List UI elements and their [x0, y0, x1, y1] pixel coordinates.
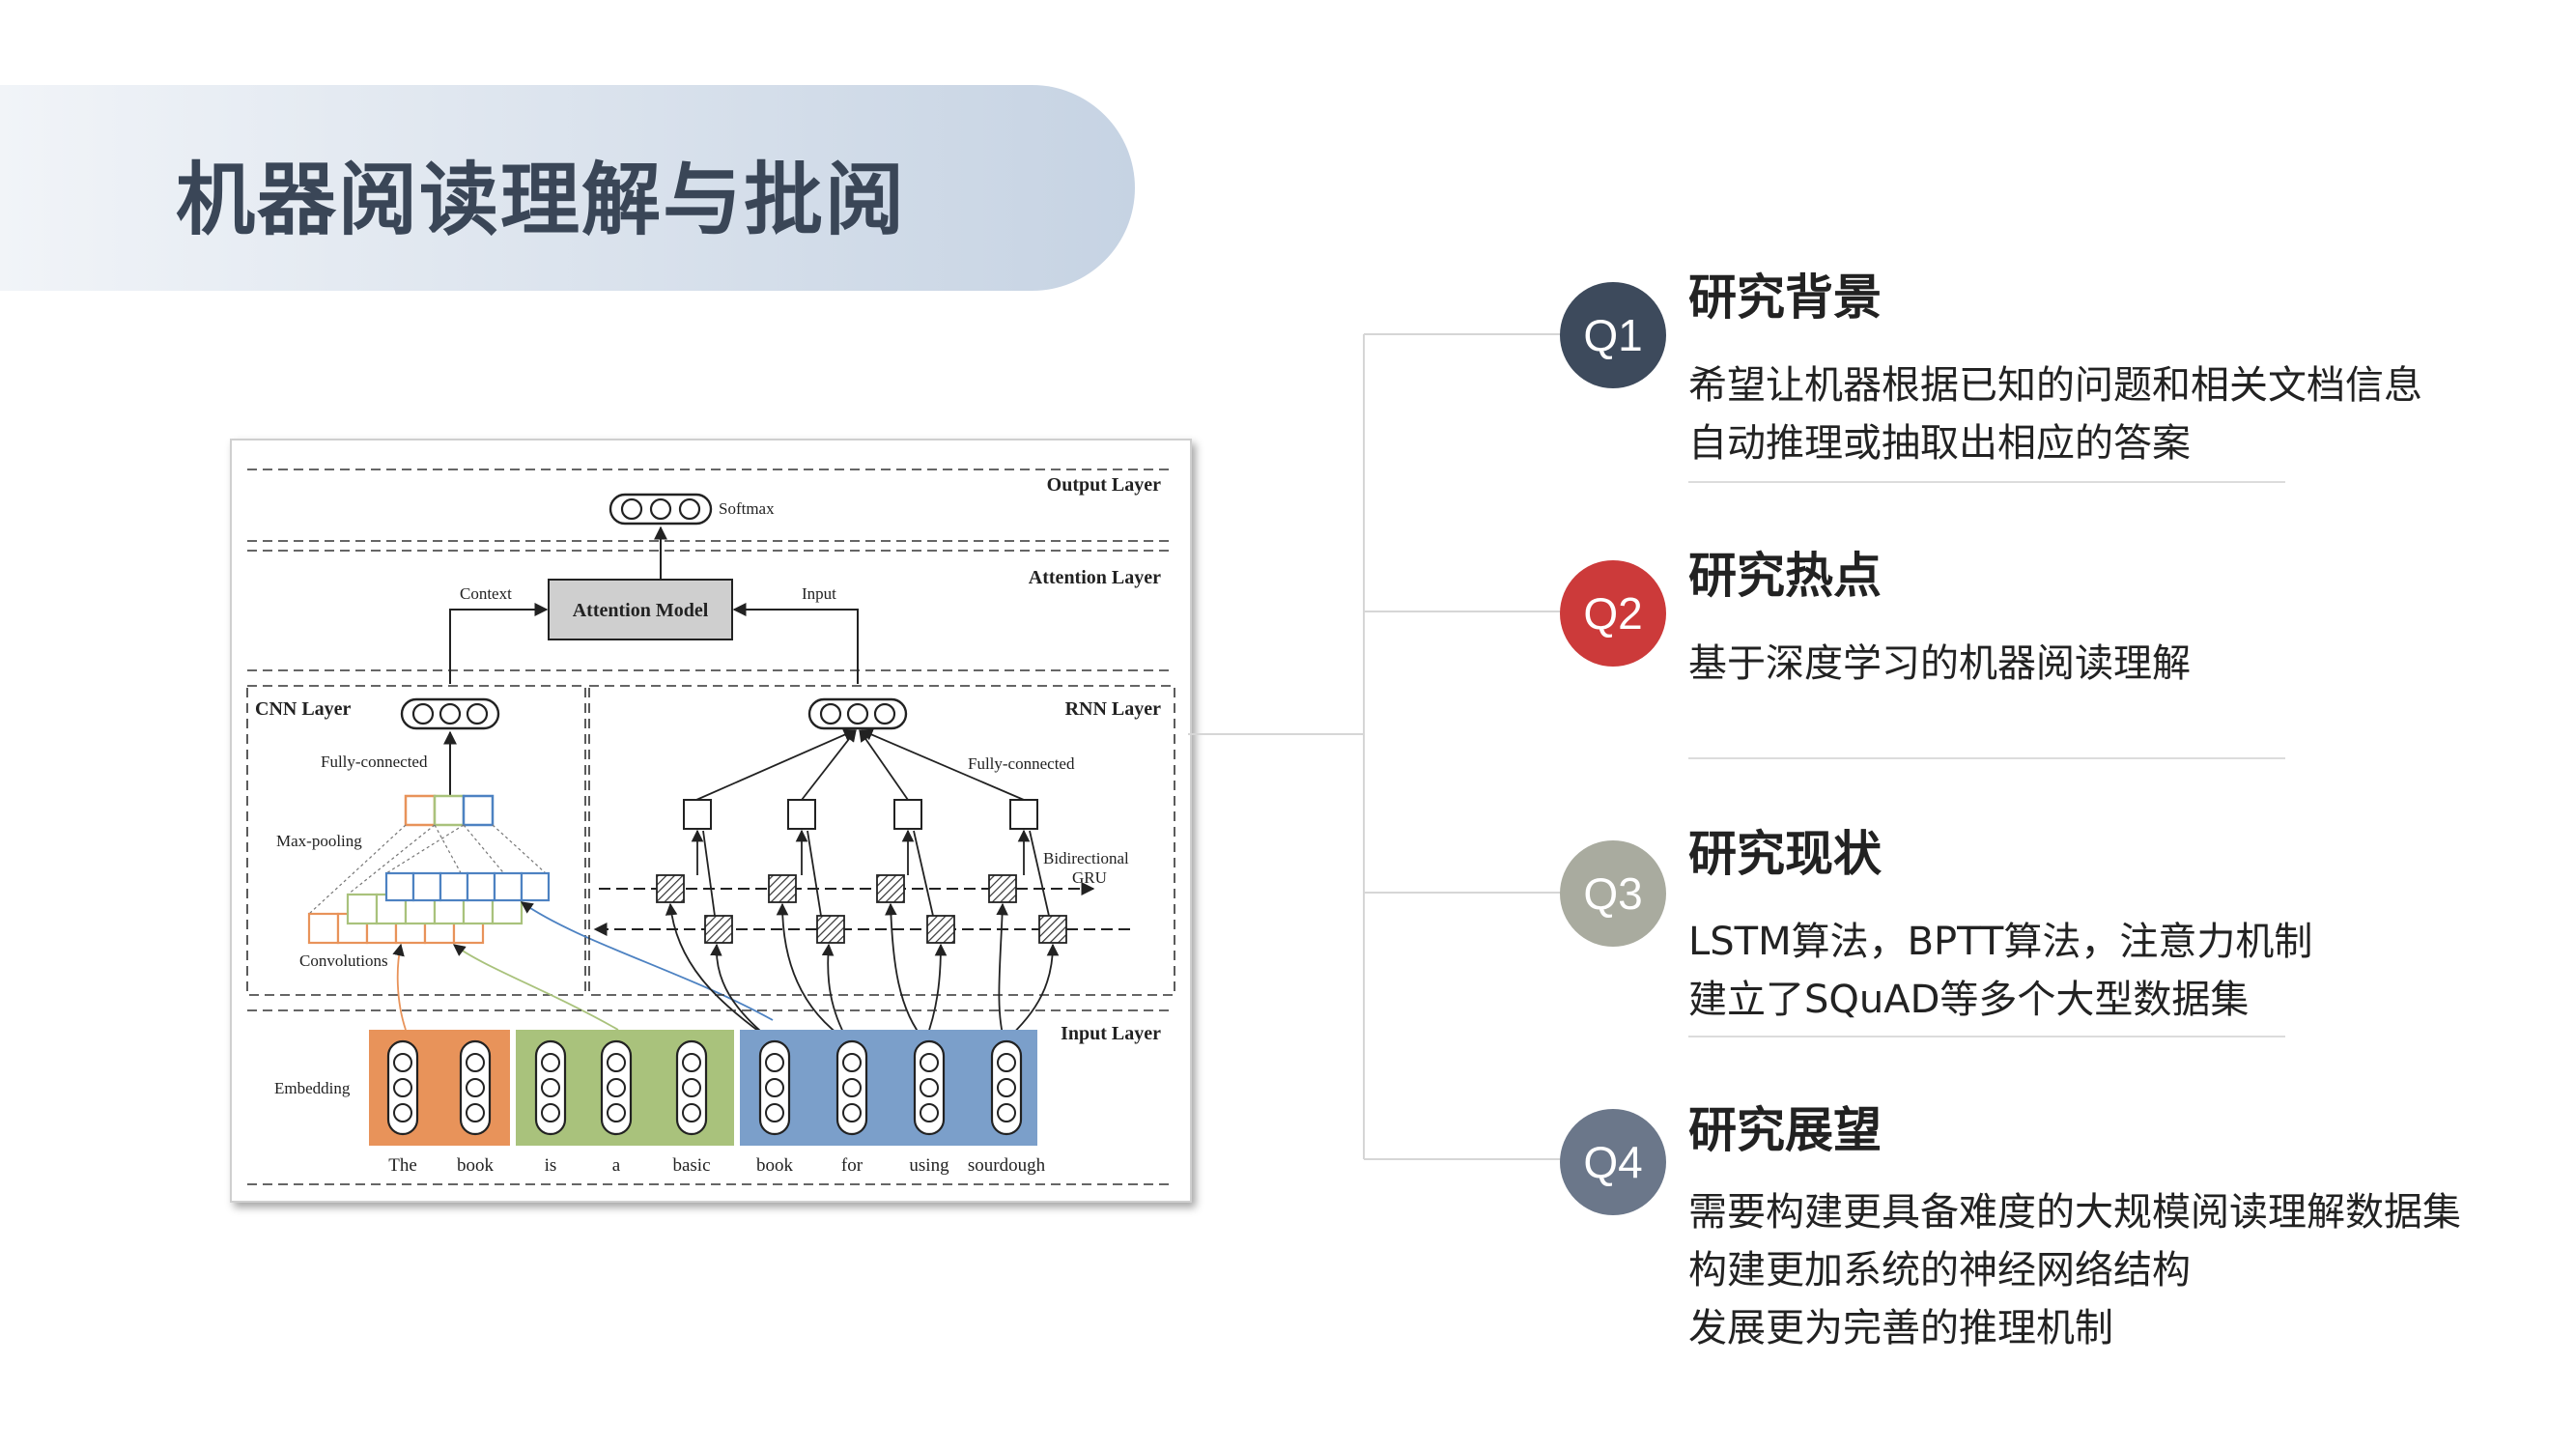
q1-line-1: 希望让机器根据已知的问题和相关文档信息: [1688, 363, 2422, 408]
embedding-unit: [765, 1053, 784, 1072]
embedding-unit: [765, 1103, 784, 1122]
input-arrow-label: Input: [802, 584, 836, 603]
embedding-unit: [920, 1053, 939, 1072]
embedding-unit: [842, 1078, 862, 1097]
q4-line-1: 需要构建更具备难度的大规模阅读理解数据集: [1688, 1190, 2461, 1235]
input-word: for: [841, 1155, 863, 1176]
input-word: using: [909, 1155, 949, 1176]
output-layer-label: Output Layer: [1047, 474, 1161, 496]
embedding-unit: [607, 1078, 626, 1097]
embedding-unit: [997, 1053, 1016, 1072]
embedding-unit: [607, 1103, 626, 1122]
slide-title: 机器阅读理解与批阅: [176, 155, 907, 246]
q1-badge: Q1: [1560, 282, 1666, 388]
input-word: book: [756, 1155, 794, 1176]
divider-3: [1688, 1036, 2285, 1037]
embedding-unit: [466, 1053, 485, 1072]
input-word: book: [457, 1155, 495, 1176]
attention-layer-label: Attention Layer: [1029, 567, 1161, 588]
input-word: basic: [672, 1155, 710, 1176]
embedding-unit: [466, 1078, 485, 1097]
q2-heading: 研究热点: [1688, 548, 1882, 604]
input-word: a: [612, 1155, 621, 1176]
input-word: sourdough: [968, 1155, 1046, 1176]
convolutions-label: Convolutions: [299, 952, 388, 970]
embedding-unit: [466, 1103, 485, 1122]
embedding-label: Embedding: [274, 1079, 351, 1097]
rnn-layer: RNN Layer Fully-connected: [588, 685, 1175, 1042]
attention-model-label: Attention Model: [573, 600, 709, 621]
maxpool-label: Max-pooling: [276, 832, 362, 850]
embedding-unit: [682, 1103, 701, 1122]
q4-line-3: 发展更为完善的推理机制: [1688, 1306, 2113, 1350]
connector-tree: [1188, 333, 1565, 1160]
embedding-unit: [541, 1053, 560, 1072]
fc-rnn-label: Fully-connected: [968, 754, 1075, 773]
embedding-unit: [842, 1053, 862, 1072]
embedding-unit: [997, 1103, 1016, 1122]
embedding-unit: [393, 1078, 412, 1097]
input-layer: Input Layer Embedding The book is a basic boo…: [247, 1009, 1175, 1185]
attention-layer: Attention Layer Attention Model Context …: [247, 526, 1175, 684]
bigru-label-1: Bidirectional: [1043, 849, 1129, 867]
embedding-unit: [541, 1103, 560, 1122]
q2-badge: Q2: [1560, 560, 1666, 667]
rnn-layer-label: RNN Layer: [1065, 698, 1162, 720]
input-layer-label: Input Layer: [1061, 1023, 1161, 1044]
q3-line-2: 建立了SQuAD等多个大型数据集: [1688, 978, 2250, 1022]
embedding-unit: [920, 1078, 939, 1097]
q4-heading: 研究展望: [1688, 1102, 1882, 1158]
divider-1: [1688, 481, 2285, 483]
softmax-label: Softmax: [719, 499, 775, 518]
divider-2: [1688, 757, 2285, 759]
q3-heading: 研究现状: [1688, 826, 1882, 882]
input-word: The: [388, 1155, 417, 1176]
q3-badge: Q3: [1560, 840, 1666, 947]
embedding-unit: [842, 1103, 862, 1122]
q4-badge: Q4: [1560, 1109, 1666, 1215]
embedding-unit: [997, 1078, 1016, 1097]
embedding-unit: [393, 1103, 412, 1122]
embedding-unit: [393, 1053, 412, 1072]
embedding-unit: [765, 1078, 784, 1097]
fc-cnn-label: Fully-connected: [321, 753, 428, 771]
architecture-diagram: Output Layer Softmax Attention Layer Att…: [230, 439, 1192, 1203]
title-banner: [0, 85, 1135, 291]
cnn-layer-label: CNN Layer: [255, 698, 352, 720]
input-word: is: [545, 1155, 557, 1176]
embedding-unit: [682, 1053, 701, 1072]
output-layer: Output Layer Softmax: [247, 469, 1175, 542]
q4-line-2: 构建更加系统的神经网络结构: [1688, 1248, 2191, 1293]
context-label: Context: [460, 584, 512, 603]
embedding-unit: [541, 1078, 560, 1097]
embedding-unit: [607, 1053, 626, 1072]
cnn-layer: CNN Layer Fully-connected Max-pooling: [246, 685, 774, 1031]
embedding-unit: [920, 1103, 939, 1122]
q1-line-2: 自动推理或抽取出相应的答案: [1688, 421, 2191, 466]
bigru-label-2: GRU: [1072, 868, 1107, 887]
embedding-unit: [682, 1078, 701, 1097]
q1-heading: 研究背景: [1688, 270, 1882, 326]
q3-line-1: LSTM算法，BPTT算法，注意力机制: [1688, 920, 2313, 964]
q2-line-1: 基于深度学习的机器阅读理解: [1688, 641, 2191, 686]
